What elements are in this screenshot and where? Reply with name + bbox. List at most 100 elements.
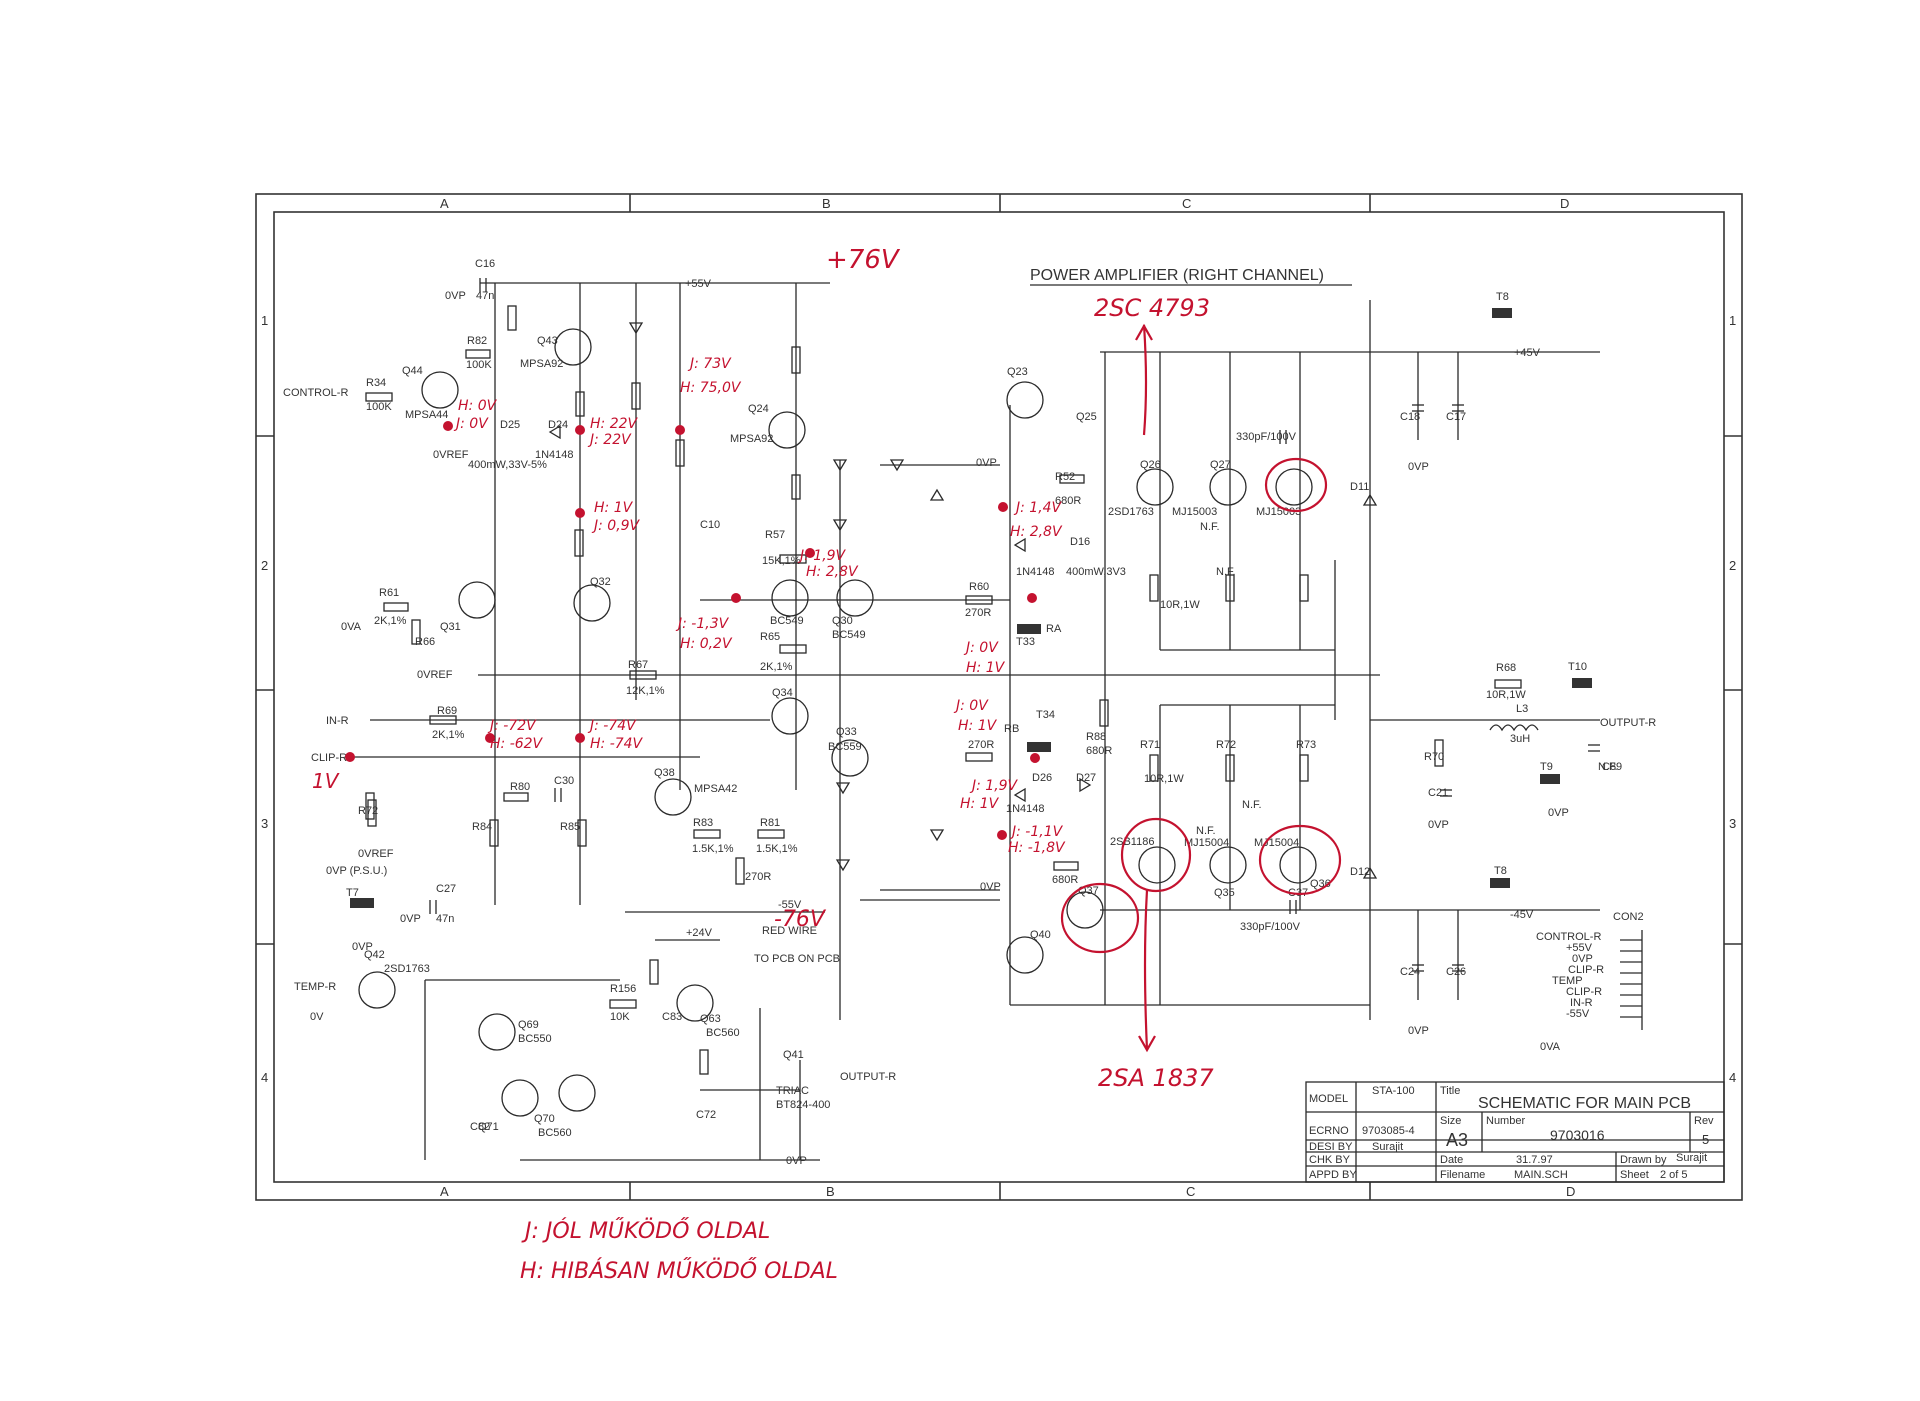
wiring: [350, 282, 1600, 1161]
anno-arrow-top: [1142, 324, 1148, 436]
anno-q44-h: H: 0V: [458, 398, 498, 414]
label-ovp-d4: 0VP: [1408, 1025, 1429, 1037]
label-r73: R73: [1296, 739, 1316, 751]
anno-r51-h: H: 1V: [594, 500, 634, 516]
anno-q29-h: H: 2,8V: [806, 564, 859, 580]
probe-dot-1: [443, 421, 453, 431]
grid-row-4-left: 4: [261, 1070, 268, 1085]
label-ovref-a2: 0VREF: [417, 669, 453, 681]
anno-part-bottom: 2SA 1837: [1098, 1064, 1214, 1092]
label-q41: Q41: [783, 1049, 804, 1061]
label-q70: Q70: [534, 1113, 555, 1125]
tb-date-label: Date: [1440, 1154, 1463, 1166]
probe-dot-8: [1027, 593, 1037, 603]
anno-d24-j: J: 22V: [587, 432, 632, 448]
label-c21: C21: [1428, 787, 1448, 799]
label-t8-bottom: T8: [1494, 865, 1507, 877]
label-con-pin-6: IN-R: [1570, 997, 1593, 1009]
label-q43: Q43: [537, 335, 558, 347]
transistor-q39: [1138, 846, 1176, 884]
grid-row-1-left: 1: [261, 313, 268, 328]
label-t9: T9: [1540, 761, 1553, 773]
label-r34: R34: [366, 377, 386, 389]
label-rb: RB: [1004, 723, 1019, 735]
label-r81: R81: [760, 817, 780, 829]
probe-dot-12: [575, 733, 585, 743]
anno-q29-j: J: 1,9V: [797, 548, 847, 564]
label-ovp-a4: 0VP: [400, 913, 421, 925]
tb-rev-value: 5: [1702, 1132, 1709, 1147]
label-pos-right: +45V: [1514, 347, 1541, 359]
anno-q24-h: H: 75,0V: [680, 380, 742, 396]
label-ovp-d2: 0VP: [1548, 807, 1569, 819]
label-q69: Q69: [518, 1019, 539, 1031]
label-q42-type: 2SD1763: [384, 963, 430, 975]
anno-r69-j: J: -72V: [487, 718, 537, 734]
anno-arrowhead-bottom: [1138, 1035, 1156, 1053]
tb-chk-label: CHK BY: [1309, 1154, 1351, 1166]
probe-dot-5: [731, 593, 741, 603]
label-r88: R88: [1086, 731, 1106, 743]
anno-circle-q36: [1258, 824, 1342, 896]
label-d25: D25: [500, 419, 520, 431]
anno-circle-q37: [1060, 882, 1140, 954]
probe-dot-4: [575, 508, 585, 518]
label-ovp-bottom: 0VP: [786, 1155, 807, 1167]
label-pos-rail: +55V: [685, 278, 712, 290]
label-q24-type: MPSA92: [730, 433, 773, 445]
label-c82: C82: [470, 1121, 490, 1133]
transistor-q23: [1006, 381, 1044, 419]
label-q27-type: MJ15003: [1172, 506, 1217, 518]
label-t33: T33: [1016, 636, 1035, 648]
label-d27: D27: [1076, 772, 1096, 784]
sheet-frame: [255, 193, 1743, 1201]
transistor-q34: [771, 697, 809, 735]
grid-col-a-top: A: [440, 196, 449, 211]
label-c26: C26: [1446, 966, 1466, 978]
tb-size-label: Size: [1440, 1115, 1461, 1127]
tb-filename-value: MAIN.SCH: [1514, 1169, 1568, 1181]
label-q71: Q71: [478, 1121, 499, 1133]
label-r61: R61: [379, 587, 399, 599]
label-r85: R85: [560, 821, 580, 833]
anno-part-top: 2SC 4793: [1094, 294, 1210, 322]
grid-col-d-bottom: D: [1566, 1184, 1575, 1199]
label-ovp-top: 0VP: [445, 290, 466, 302]
label-con-pin-1: +55V: [1566, 942, 1593, 954]
transistor-q69: [478, 1013, 516, 1051]
grid-row-3-right: 3: [1729, 816, 1736, 831]
label-q24: Q24: [748, 403, 769, 415]
label-q30-type: BC549: [832, 629, 866, 641]
label-in: IN-R: [326, 715, 349, 727]
label-to-pcb: TO PCB ON PCB: [754, 953, 840, 965]
transistor-q27: [1209, 468, 1247, 506]
label-r52: R52: [1055, 471, 1075, 483]
grid-col-c-bottom: C: [1186, 1184, 1195, 1199]
label-r83: R83: [693, 817, 713, 829]
grid-col-d-top: D: [1560, 196, 1569, 211]
label-r67: R67: [628, 659, 648, 671]
label-c16-val: 47n: [476, 290, 494, 302]
transistor-q71: [501, 1079, 539, 1117]
label-r71: R71: [1140, 739, 1160, 751]
grid-col-b-top: B: [822, 196, 831, 211]
transistor-q38: [654, 778, 692, 816]
label-d12: D12: [1350, 866, 1370, 878]
label-q37: Q37: [1078, 885, 1099, 897]
label-d16-type: 1N4148: [1016, 566, 1055, 578]
label-con-pin-0: CONTROL-R: [1536, 931, 1601, 943]
label-q30: Q30: [832, 615, 853, 627]
tb-model-label: MODEL: [1309, 1093, 1348, 1105]
tb-filename-label: Filename: [1440, 1169, 1485, 1181]
label-c37-val: 330pF/100V: [1240, 921, 1301, 933]
anno-q29b-j: J: -1,3V: [675, 616, 730, 632]
label-r86-val: 270R: [745, 871, 771, 883]
label-c72: C72: [696, 1109, 716, 1121]
label-c27-val: 47n: [436, 913, 454, 925]
label-d11: D11: [1350, 481, 1369, 493]
transistor-q30: [836, 579, 874, 617]
component-labels: C16 47n 0VP R82 100K Q43 MPSA92 Q44 MPSA…: [283, 258, 1656, 1167]
diagram-title: POWER AMPLIFIER (RIGHT CHANNEL): [1030, 267, 1324, 284]
label-c32-val: 330pF/100V: [1236, 431, 1297, 443]
